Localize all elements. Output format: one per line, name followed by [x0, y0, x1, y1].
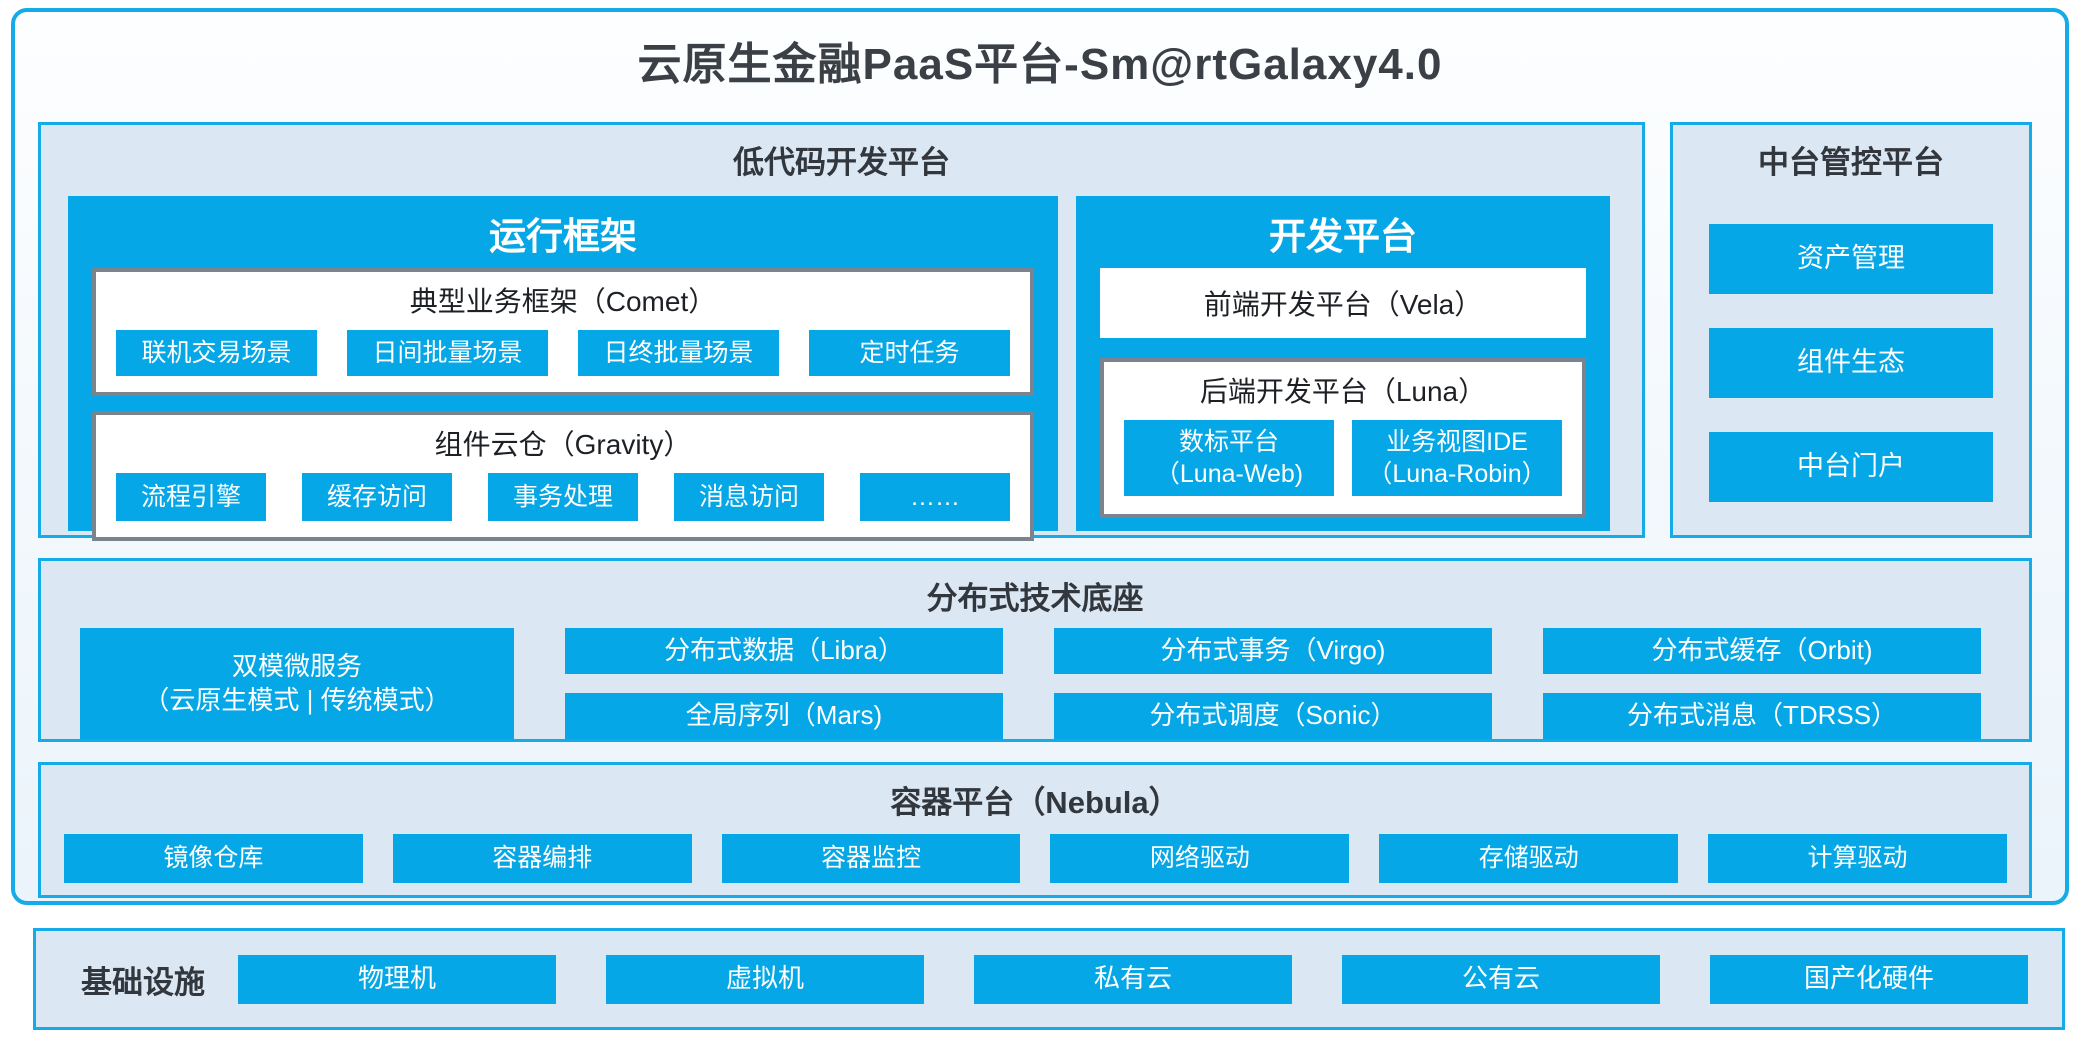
- gravity-buttons-row: 流程引擎 缓存访问 事务处理 消息访问 ……: [96, 473, 1030, 537]
- dev-platform-panel: 开发平台 前端开发平台（Vela） 后端开发平台（Luna） 数标平台 （Lun…: [1076, 196, 1610, 531]
- luna-web-label: 数标平台: [1178, 427, 1279, 456]
- block-compute-driver: 计算驱动: [1708, 834, 2007, 883]
- comet-framework-box: 典型业务框架（Comet） 联机交易场景 日间批量场景 日终批量场景 定时任务: [92, 268, 1034, 396]
- block-distributed-data-libra: 分布式数据（Libra）: [565, 628, 1003, 674]
- block-end-of-day-batch: 日终批量场景: [578, 330, 779, 376]
- lowcode-platform-title: 低代码开发平台: [733, 145, 950, 180]
- block-image-registry: 镜像仓库: [64, 834, 363, 883]
- middleware-control-title: 中台管控平台: [1758, 145, 1944, 180]
- block-ellipsis-more: ……: [860, 473, 1010, 521]
- block-component-ecosystem: 组件生态: [1709, 328, 1993, 398]
- block-online-transaction: 联机交易场景: [116, 330, 317, 376]
- luna-buttons-row: 数标平台 （Luna-Web) 业务视图IDE （Luna-Robin）: [1104, 420, 1582, 514]
- distributed-content: 双模微服务 （云原生模式 | 传统模式） 分布式数据（Libra） 全局序列（M…: [41, 618, 2029, 739]
- platform-diagram: 云原生金融PaaS平台-Sm@rtGalaxy4.0 低代码开发平台 运行框架 …: [11, 8, 2069, 905]
- block-message-access: 消息访问: [674, 473, 824, 521]
- container-buttons-row: 镜像仓库 容器编排 容器监控 网络驱动 存储驱动 计算驱动: [41, 822, 2029, 883]
- block-scheduled-task: 定时任务: [809, 330, 1010, 376]
- gravity-warehouse-box: 组件云仓（Gravity） 流程引擎 缓存访问 事务处理 消息访问 ……: [92, 411, 1034, 541]
- distributed-column-2: 分布式事务（Virgo) 分布式调度（Sonic）: [1054, 628, 1492, 739]
- gravity-warehouse-title: 组件云仓（Gravity）: [434, 429, 692, 460]
- distributed-base-title: 分布式技术底座: [926, 581, 1144, 616]
- dual-mode-label: 双模微服务: [231, 650, 362, 681]
- block-asset-management: 资产管理: [1709, 224, 1993, 294]
- vela-frontend-box: 前端开发平台（Vela）: [1100, 268, 1586, 338]
- block-domestic-hardware: 国产化硬件: [1710, 954, 2028, 1004]
- comet-framework-title: 典型业务框架（Comet）: [409, 286, 717, 317]
- block-distributed-transaction-virgo: 分布式事务（Virgo): [1054, 628, 1492, 674]
- block-luna-robin: 业务视图IDE （Luna-Robin）: [1352, 420, 1562, 496]
- block-private-cloud: 私有云: [974, 954, 1292, 1004]
- infrastructure-title: 基础设施: [81, 964, 205, 1000]
- luna-backend-title: 后端开发平台（Luna）: [1199, 376, 1487, 407]
- container-platform-title: 容器平台（Nebula）: [890, 785, 1180, 820]
- block-distributed-message-tdrss: 分布式消息（TDRSS）: [1543, 693, 1981, 739]
- luna-backend-box: 后端开发平台（Luna） 数标平台 （Luna-Web) 业务视图IDE （Lu…: [1100, 358, 1586, 518]
- runtime-framework-panel: 运行框架 典型业务框架（Comet） 联机交易场景 日间批量场景 日终批量场景 …: [68, 196, 1058, 541]
- block-container-orchestration: 容器编排: [392, 834, 692, 883]
- block-global-sequence-mars: 全局序列（Mars): [565, 693, 1003, 739]
- luna-robin-label: 业务视图IDE: [1386, 427, 1528, 456]
- luna-robin-sublabel: （Luna-Robin）: [1367, 460, 1547, 488]
- block-dual-mode-microservice: 双模微服务 （云原生模式 | 传统模式）: [80, 628, 514, 739]
- block-cache-access: 缓存访问: [302, 473, 452, 521]
- block-storage-driver: 存储驱动: [1379, 834, 1679, 883]
- comet-buttons-row: 联机交易场景 日间批量场景 日终批量场景 定时任务: [96, 330, 1030, 392]
- block-transaction-processing: 事务处理: [488, 473, 638, 521]
- block-distributed-cache-orbit: 分布式缓存（Orbit): [1543, 628, 1981, 674]
- distributed-column-3: 分布式缓存（Orbit) 分布式消息（TDRSS）: [1543, 628, 1981, 739]
- block-luna-web: 数标平台 （Luna-Web): [1124, 420, 1334, 496]
- block-public-cloud: 公有云: [1342, 954, 1660, 1004]
- runtime-framework-title: 运行框架: [489, 216, 637, 257]
- distributed-column-1: 分布式数据（Libra） 全局序列（Mars): [565, 628, 1003, 739]
- page-title: 云原生金融PaaS平台-Sm@rtGalaxy4.0: [637, 40, 1443, 89]
- block-virtual-machine: 虚拟机: [606, 954, 924, 1004]
- block-middleware-portal: 中台门户: [1709, 432, 1993, 502]
- luna-web-sublabel: （Luna-Web): [1154, 460, 1304, 488]
- container-platform-section: 容器平台（Nebula） 镜像仓库 容器编排 容器监控 网络驱动 存储驱动 计算…: [38, 762, 2032, 898]
- top-row: 低代码开发平台 运行框架 典型业务框架（Comet） 联机交易场景 日间批量场景…: [15, 122, 2065, 541]
- block-distributed-scheduling-sonic: 分布式调度（Sonic）: [1054, 693, 1492, 739]
- lowcode-platform-section: 低代码开发平台 运行框架 典型业务框架（Comet） 联机交易场景 日间批量场景…: [38, 122, 1645, 541]
- block-container-monitoring: 容器监控: [721, 834, 1021, 883]
- block-physical-machine: 物理机: [238, 954, 556, 1004]
- distributed-base-section: 分布式技术底座 双模微服务 （云原生模式 | 传统模式） 分布式数据（Libra…: [38, 558, 2032, 742]
- infrastructure-buttons-row: 物理机 虚拟机 私有云 公有云 国产化硬件: [238, 954, 2028, 1004]
- block-process-engine: 流程引擎: [116, 473, 266, 521]
- middleware-control-section: 中台管控平台 资产管理 组件生态 中台门户: [1670, 122, 2032, 538]
- dev-platform-title: 开发平台: [1269, 216, 1417, 257]
- block-daytime-batch: 日间批量场景: [347, 330, 548, 376]
- lowcode-panels: 运行框架 典型业务框架（Comet） 联机交易场景 日间批量场景 日终批量场景 …: [41, 182, 1642, 541]
- infrastructure-section: 基础设施 物理机 虚拟机 私有云 公有云 国产化硬件: [33, 928, 2065, 1030]
- block-network-driver: 网络驱动: [1050, 834, 1350, 883]
- dual-mode-sublabel: （云原生模式 | 传统模式）: [143, 684, 451, 715]
